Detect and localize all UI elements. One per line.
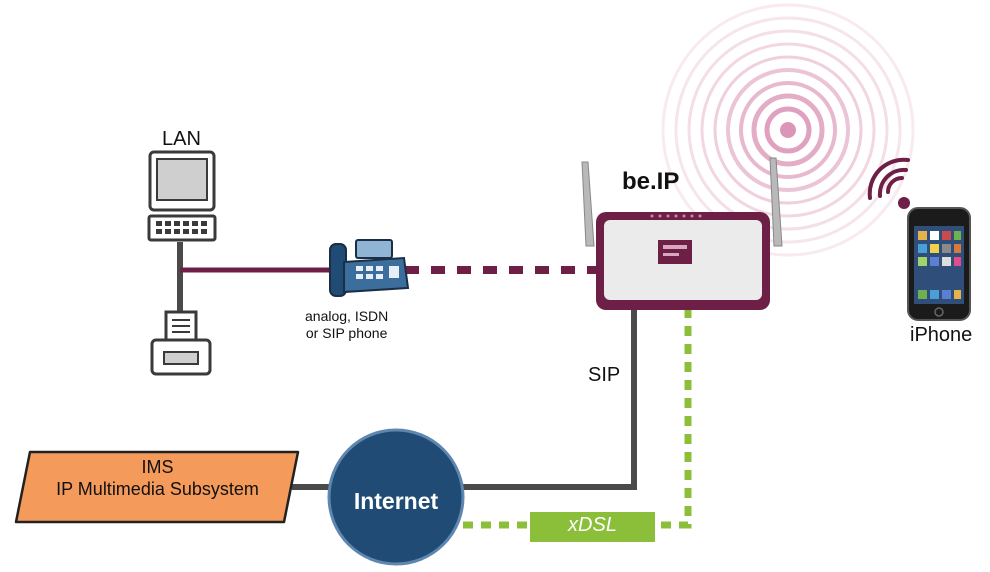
router-icon: [596, 212, 770, 310]
xdsl-link: [462, 308, 692, 529]
phone-label: analog, ISDN or SIP phone: [305, 308, 388, 342]
internet-cloud: [327, 428, 465, 566]
ims-label-line2: IP Multimedia Subsystem: [56, 479, 259, 499]
router-antenna-left: [581, 161, 595, 247]
sip-link: [462, 308, 637, 490]
sip-label: SIP: [588, 364, 621, 386]
lan-label: LAN: [162, 128, 201, 150]
internet-label: Internet: [353, 488, 439, 514]
wifi-signal-icon: [867, 157, 910, 209]
iphone-label: iPhone: [910, 324, 973, 346]
phone-label-line1: analog, ISDN: [305, 308, 389, 324]
iphone-icon: [907, 207, 971, 321]
computer-icon: [147, 150, 217, 242]
router-antenna-right: [769, 157, 783, 247]
wifi-range-rings: [661, 3, 915, 257]
xdsl-badge: [530, 512, 655, 542]
desk-phone-icon: [329, 239, 410, 297]
printer-icon: [150, 310, 212, 376]
phone-label-line2: or SIP phone: [305, 325, 388, 341]
router-label: be.IP: [622, 168, 680, 195]
ims-label-line1: IMS: [141, 457, 174, 477]
xdsl-label: xDSL: [568, 514, 617, 536]
ims-box: [14, 450, 300, 524]
ims-label: IMS IP Multimedia Subsystem: [20, 456, 295, 500]
